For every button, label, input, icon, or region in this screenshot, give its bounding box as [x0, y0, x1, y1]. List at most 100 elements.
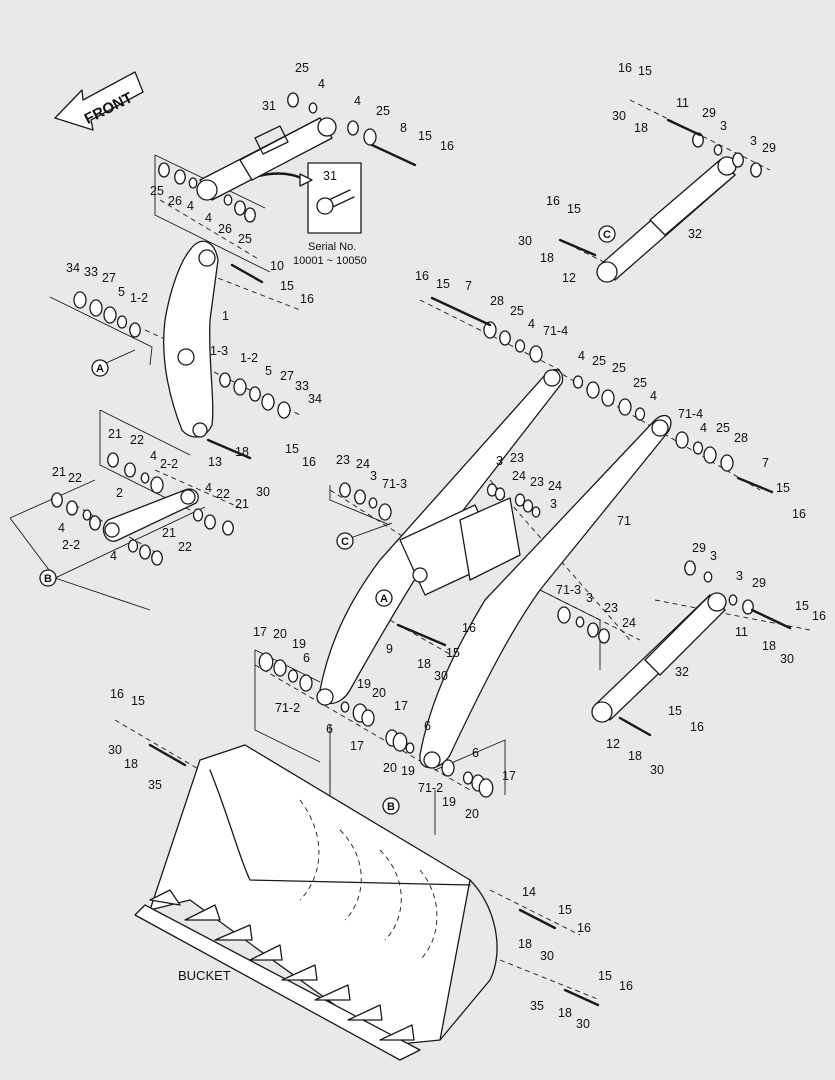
washer	[392, 732, 408, 752]
washer	[703, 446, 717, 464]
part-callout: 1-2	[130, 291, 148, 305]
part-callout: 7	[465, 279, 472, 293]
part-callout: 17	[253, 625, 267, 639]
washer	[287, 92, 299, 108]
part-callout: 19	[401, 764, 415, 778]
marker-a-boom: A	[375, 589, 393, 607]
part-callout: 15	[280, 279, 294, 293]
part-callout: 23	[336, 453, 350, 467]
washer	[116, 315, 128, 329]
part-callout: 25	[612, 361, 626, 375]
part-callout: 18	[634, 121, 648, 135]
washer	[575, 616, 585, 628]
washer	[703, 571, 713, 583]
part-callout: 16	[110, 687, 124, 701]
part-callout: 28	[490, 294, 504, 308]
part-callout: 24	[622, 616, 636, 630]
part-callout: 15	[131, 694, 145, 708]
part-callout: 15	[598, 969, 612, 983]
part-callout: 30	[256, 485, 270, 499]
bucket	[134, 744, 498, 1061]
part-callout: 15	[567, 202, 581, 216]
svg-text:C: C	[603, 229, 611, 241]
serial-line-2: 10001 ~ 10050	[293, 255, 367, 267]
washer	[103, 306, 117, 324]
part-callout: 17	[350, 739, 364, 753]
part-callout: 16	[792, 507, 806, 521]
part-callout: 32	[675, 665, 689, 679]
part-callout: 3	[710, 549, 717, 563]
part-callout: 35	[148, 778, 162, 792]
part-callout: 4	[578, 349, 585, 363]
part-callout: 20	[372, 686, 386, 700]
part-callout: 30	[108, 743, 122, 757]
washer	[219, 372, 231, 388]
washer	[742, 599, 754, 615]
part-callout: 1-3	[210, 344, 228, 358]
part-callout: 33	[84, 265, 98, 279]
part-callout: 27	[280, 369, 294, 383]
washer	[572, 375, 584, 389]
marker-b-left: B	[39, 569, 57, 587]
part-callout: 25	[510, 304, 524, 318]
part-callout: 20	[383, 761, 397, 775]
washer	[529, 345, 543, 363]
part-callout: 71-4	[678, 407, 703, 421]
washer	[483, 321, 497, 339]
washer	[634, 407, 646, 421]
washer	[728, 594, 738, 606]
part-callout: 24	[356, 457, 370, 471]
part-callout: 4	[187, 199, 194, 213]
serial-detail	[238, 162, 362, 234]
serial-line-1: Serial No.	[308, 241, 356, 253]
part-callout: 29	[762, 141, 776, 155]
washer	[273, 659, 287, 677]
washer	[222, 520, 234, 536]
washer	[204, 514, 216, 530]
part-callout: 4	[110, 549, 117, 563]
part-callout: 71-3	[382, 477, 407, 491]
bell-crank	[163, 240, 219, 438]
part-callout: 71-2	[418, 781, 443, 795]
pin	[750, 608, 792, 630]
part-callout: 22	[130, 433, 144, 447]
part-callout: 24	[548, 479, 562, 493]
part-callout: 34	[66, 261, 80, 275]
part-callout: 71-3	[556, 583, 581, 597]
bucket-label: BUCKET	[178, 968, 231, 983]
washer	[139, 544, 151, 560]
part-callout: 18	[540, 251, 554, 265]
part-callout: 16	[812, 609, 826, 623]
washer	[89, 515, 101, 531]
washer	[140, 472, 150, 484]
washer	[514, 493, 526, 507]
part-callout: 29	[702, 106, 716, 120]
part-callout: 18	[518, 937, 532, 951]
part-callout: 18	[417, 657, 431, 671]
washer	[494, 487, 506, 501]
svg-text:A: A	[380, 593, 388, 605]
part-callout: 2	[116, 486, 123, 500]
part-callout: 18	[558, 1006, 572, 1020]
part-callout: 6	[472, 746, 479, 760]
part-callout: 24	[512, 469, 526, 483]
washer	[299, 674, 313, 692]
washer	[522, 499, 534, 513]
part-callout: 30	[434, 669, 448, 683]
part-callout: 28	[734, 431, 748, 445]
washer	[692, 441, 704, 455]
washer	[249, 386, 261, 402]
svg-text:A: A	[96, 363, 104, 375]
part-callout: 30	[612, 109, 626, 123]
boom	[316, 369, 672, 769]
washer	[601, 389, 615, 407]
washer	[713, 144, 723, 156]
part-callout: 71	[617, 514, 631, 528]
washer	[368, 497, 378, 509]
svg-text:C: C	[341, 536, 349, 548]
part-callout: 16	[440, 139, 454, 153]
part-callout: 11	[735, 625, 748, 639]
part-callout: 16	[618, 61, 632, 75]
washer	[598, 628, 610, 644]
